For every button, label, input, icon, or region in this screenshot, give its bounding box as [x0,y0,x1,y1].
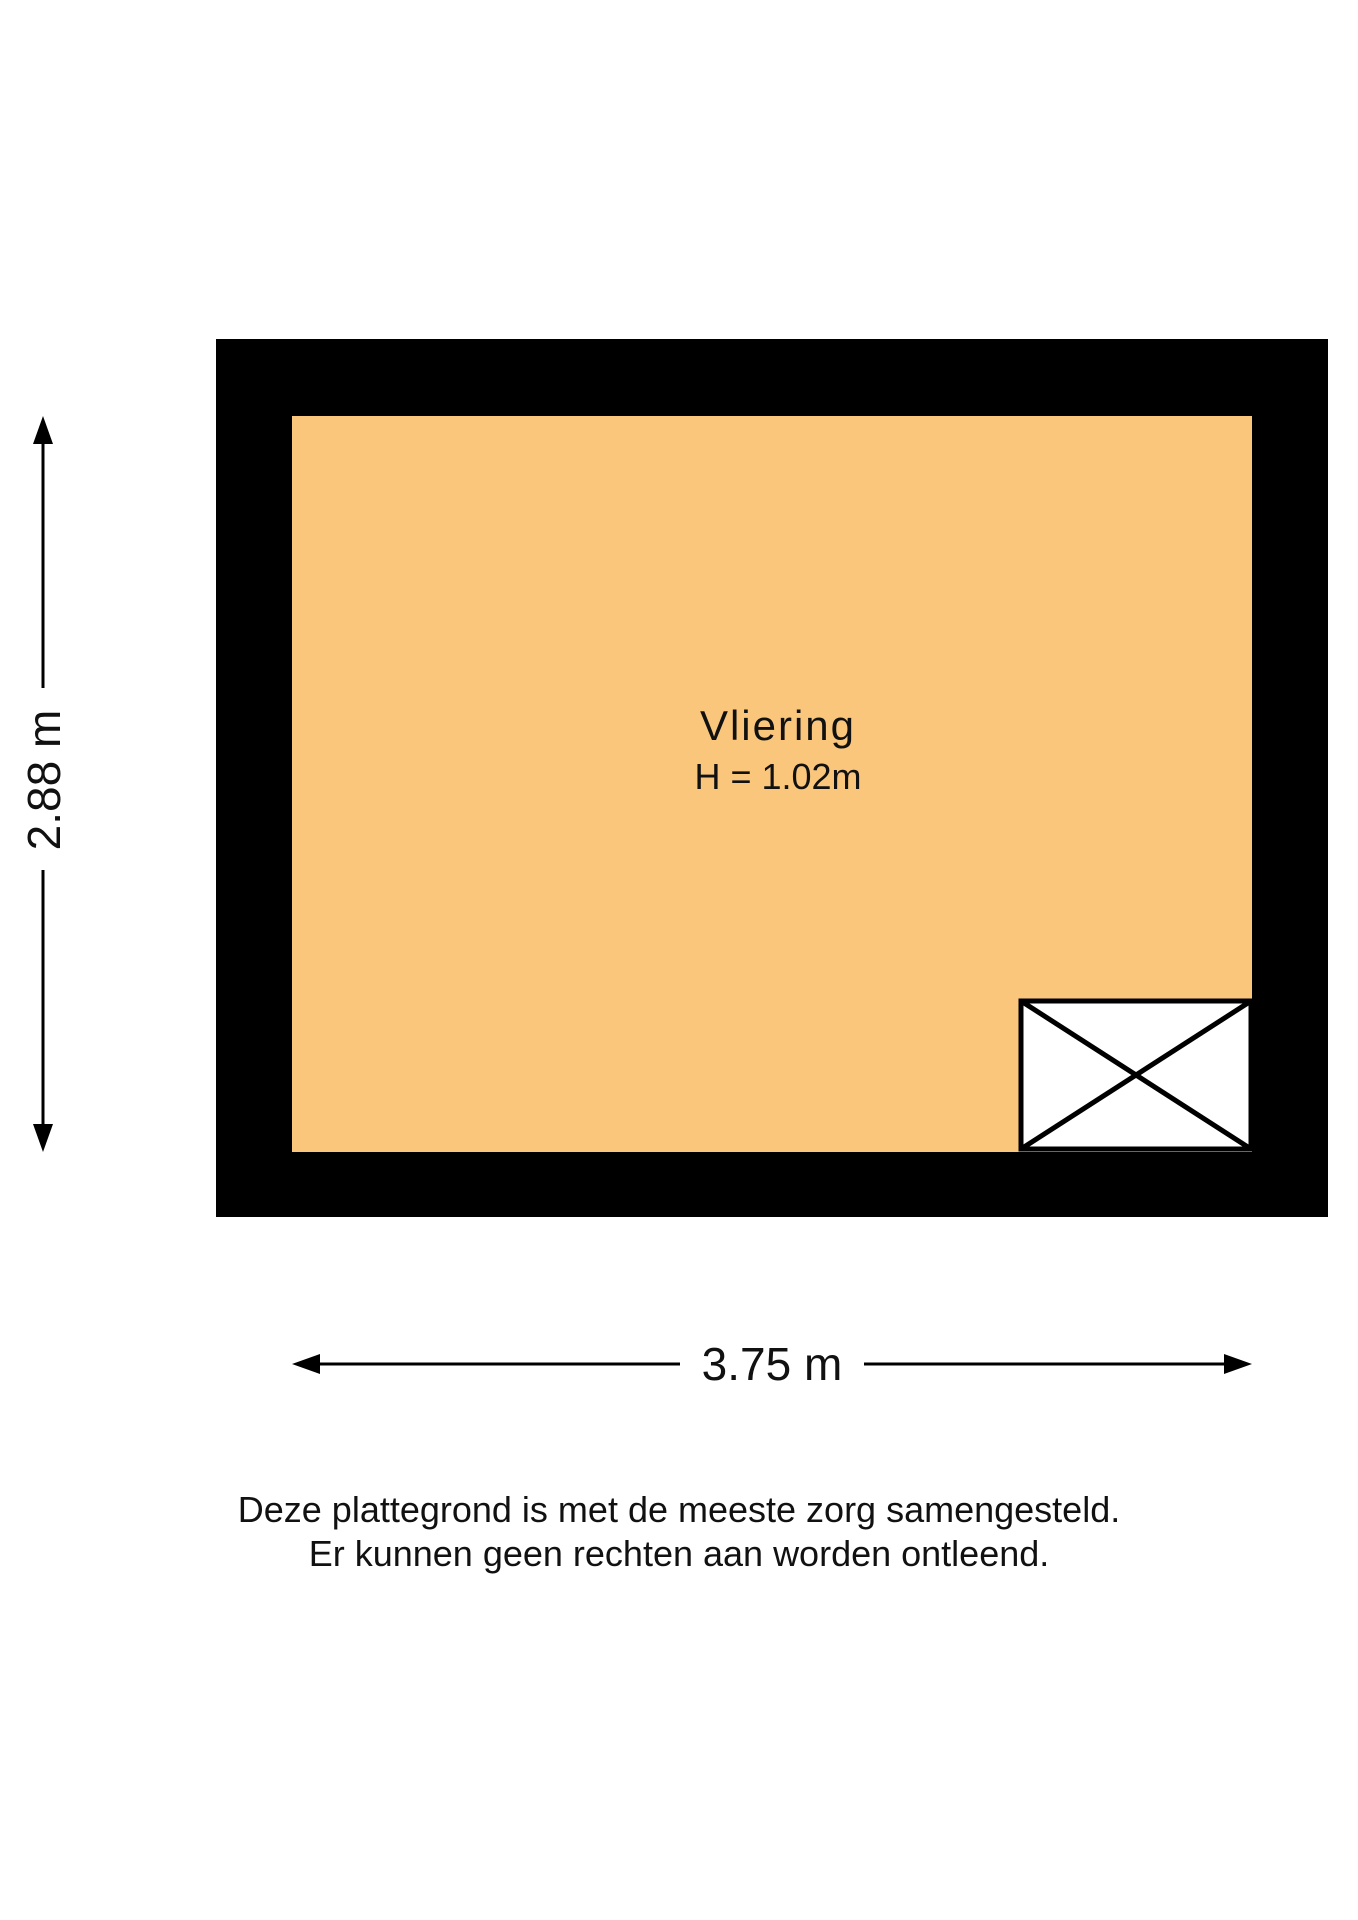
arrow-right-icon [1224,1354,1252,1374]
depth-dimension-label: 2.88 m [18,710,70,851]
room-name-label: Vliering [700,702,856,749]
disclaimer: Deze plattegrond is met de meeste zorg s… [0,1488,1358,1576]
disclaimer-line-2: Er kunnen geen rechten aan worden ontlee… [308,1533,1050,1574]
room-height-label: H = 1.02m [694,756,861,797]
arrow-down-icon [33,1124,53,1152]
stair-opening-cross-icon [1018,998,1254,1152]
depth-dimension: 2.88 m [18,416,70,1152]
arrow-up-icon [33,416,53,444]
width-dimension-label: 3.75 m [702,1338,843,1390]
width-dimension: 3.75 m [292,1338,1252,1390]
arrow-left-icon [292,1354,320,1374]
disclaimer-line-1: Deze plattegrond is met de meeste zorg s… [237,1489,1121,1530]
